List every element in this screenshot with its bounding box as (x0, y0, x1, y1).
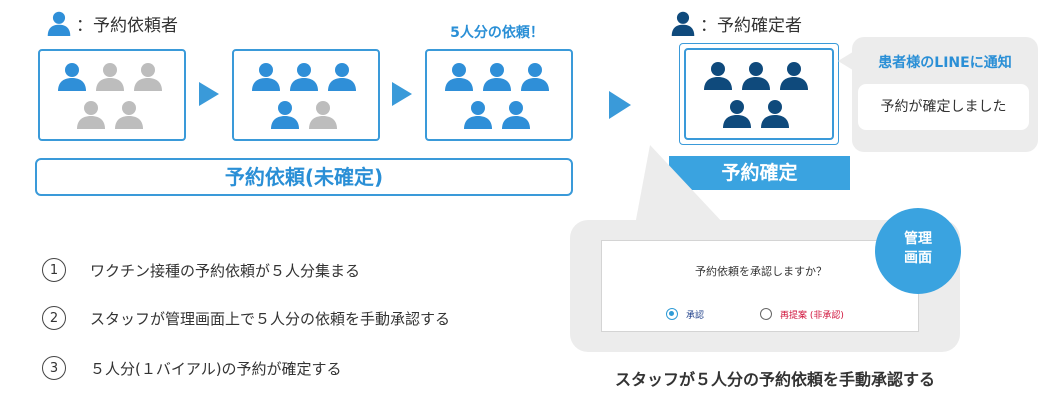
step-2: 2 スタッフが管理画面上で５人分の依頼を手動承認する (42, 306, 450, 330)
arrow-right-icon (392, 82, 412, 106)
legend-confirmer-label: ：予約確定者 (700, 15, 802, 36)
arrow-right-icon (609, 91, 631, 119)
approval-dialog: 予約依頼を承認しますか？ 承認 再提案 (非承認) (601, 240, 919, 332)
person-filled-icon (251, 61, 281, 91)
person-filled-icon (722, 98, 752, 128)
reject-option-label[interactable]: 再提案 (非承認) (780, 311, 844, 321)
admin-badge-line1: 管理 (904, 231, 932, 247)
admin-screen-badge: 管理 画面 (875, 208, 961, 294)
admin-caption: スタッフが５人分の予約依頼を手動承認する (614, 370, 935, 389)
legend-requester: ：予約依頼者 (46, 10, 178, 36)
confirmed-group-box (684, 48, 834, 140)
person-icon (671, 11, 695, 36)
line-notification-title: 患者様のLINEに通知 (878, 55, 1012, 71)
person-empty-icon (95, 61, 125, 91)
person-filled-icon (779, 60, 809, 90)
person-empty-icon (76, 99, 106, 129)
person-empty-icon (133, 61, 163, 91)
stage-box-3 (425, 49, 573, 141)
step-number: 2 (42, 306, 66, 330)
person-filled-icon (270, 99, 300, 129)
admin-badge-line2: 画面 (904, 250, 932, 266)
confirmed-label: 予約確定 (669, 156, 850, 190)
person-filled-icon (463, 99, 493, 129)
person-filled-icon (57, 61, 87, 91)
step-1: 1 ワクチン接種の予約依頼が５人分集まる (42, 258, 360, 282)
person-filled-icon (482, 61, 512, 91)
stage-box-2 (232, 49, 380, 141)
person-empty-icon (308, 99, 338, 129)
step-text: ワクチン接種の予約依頼が５人分集まる (90, 261, 361, 280)
line-notification-message: 予約が確定しました (858, 84, 1029, 130)
person-filled-icon (741, 60, 771, 90)
approval-question: 予約依頼を承認しますか？ (695, 265, 827, 278)
step-text: ５人分(１バイアル)の予約が確定する (90, 359, 342, 378)
arrow-right-icon (199, 82, 219, 106)
person-filled-icon (444, 61, 474, 91)
step-number: 1 (42, 258, 66, 282)
approve-radio[interactable] (666, 308, 678, 320)
legend-requester-label: ：予約依頼者 (76, 15, 178, 36)
person-filled-icon (289, 61, 319, 91)
legend-confirmer: ：予約確定者 (670, 10, 802, 36)
reject-radio[interactable] (760, 308, 772, 320)
person-filled-icon (520, 61, 550, 91)
person-filled-icon (703, 60, 733, 90)
unconfirmed-label: 予約依頼(未確定) (35, 158, 573, 196)
stage-box-1 (38, 49, 186, 141)
person-filled-icon (327, 61, 357, 91)
person-icon (47, 11, 71, 36)
step-3: 3 ５人分(１バイアル)の予約が確定する (42, 356, 342, 380)
step-number: 3 (42, 356, 66, 380)
bubble-tail (838, 50, 856, 72)
approve-option-label[interactable]: 承認 (686, 311, 705, 321)
person-filled-icon (760, 98, 790, 128)
person-empty-icon (114, 99, 144, 129)
person-filled-icon (501, 99, 531, 129)
step-text: スタッフが管理画面上で５人分の依頼を手動承認する (90, 309, 451, 328)
five-people-callout: 5人分の依頼！ (450, 25, 544, 41)
